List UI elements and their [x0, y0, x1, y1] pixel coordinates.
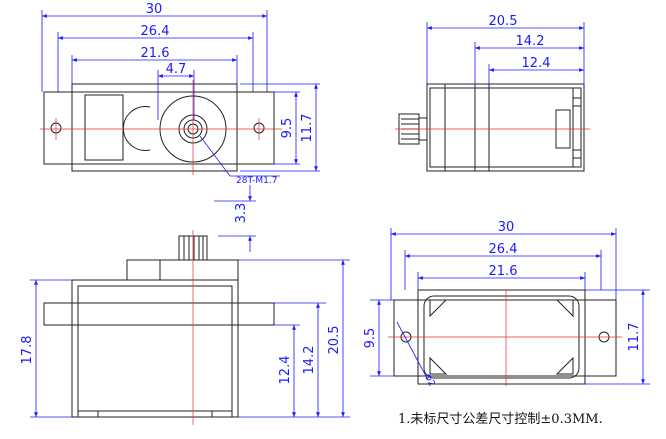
spline-callout: 28T-M1.7 — [236, 176, 277, 186]
bottom-dim-30: 30 — [498, 220, 515, 235]
right-dim-20-5: 20.5 — [489, 14, 518, 29]
front-dim-3-3: 3.3 — [234, 203, 249, 224]
right-view: 20.5 14.2 12.4 — [395, 14, 590, 172]
bottom-dim-9-5: 9.5 — [363, 328, 378, 349]
tolerance-note: 1.未标尺寸公差尺寸控制±0.3MM. — [398, 412, 603, 427]
front-view: 3.3 17.8 12.4 14.2 20.5 — [20, 185, 350, 425]
hole-diameter-label: Φ2 — [421, 373, 436, 389]
bottom-view: 30 26.4 21.6 Φ2 9.5 11.7 — [363, 220, 650, 389]
bottom-dim-11-7: 11.7 — [627, 323, 642, 352]
top-dim-9-5: 9.5 — [280, 118, 295, 139]
top-dim-21-6: 21.6 — [141, 46, 170, 61]
bottom-dim-21-6: 21.6 — [489, 264, 518, 279]
front-dim-14-2: 14.2 — [302, 346, 317, 375]
right-dim-14-2: 14.2 — [516, 34, 545, 49]
top-view: 30 26.4 21.6 4.7 28T-M1.7 9. — [40, 2, 320, 186]
top-dim-26-4: 26.4 — [141, 24, 170, 39]
top-dim-11-7: 11.7 — [300, 114, 315, 143]
front-dim-12-4: 12.4 — [278, 356, 293, 385]
front-dim-20-5: 20.5 — [327, 326, 342, 355]
top-dim-4-7: 4.7 — [166, 62, 187, 77]
bottom-dim-26-4: 26.4 — [489, 242, 518, 257]
right-dim-12-4: 12.4 — [522, 56, 551, 71]
top-dim-30: 30 — [146, 2, 163, 17]
front-dim-17-8: 17.8 — [20, 336, 35, 365]
